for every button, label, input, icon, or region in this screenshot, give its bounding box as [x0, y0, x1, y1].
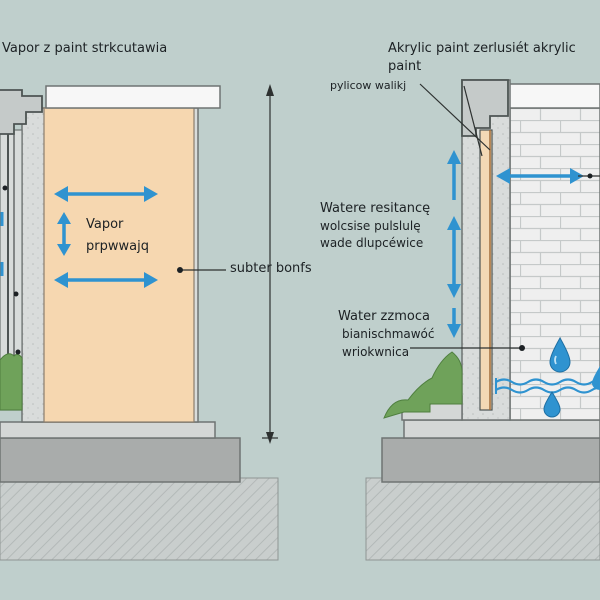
right-grass — [383, 351, 463, 419]
left-paint-layer — [43, 107, 195, 423]
title-leader-line — [463, 85, 483, 157]
right-slab — [403, 419, 600, 439]
left-dimension-line — [262, 84, 278, 444]
subtitle-leader-line — [419, 83, 491, 151]
left-wall-section — [0, 84, 279, 561]
resistance-line3: wade dlupcéwice — [320, 236, 424, 250]
right-title-line1: Akrylic paint zerlusiét akrylic — [388, 41, 576, 56]
right-wall-section — [365, 79, 600, 561]
water-drop-small — [543, 391, 561, 418]
water-line1: Water zzmoca — [338, 309, 430, 324]
left-top-cap — [45, 85, 221, 109]
left-footing — [0, 437, 241, 483]
right-vertical-arrow-upper — [447, 150, 461, 200]
left-soil — [0, 477, 279, 561]
right-vertical-arrow-middle — [447, 216, 461, 298]
left-grass — [0, 353, 23, 411]
water-line2: bianischmawóć — [342, 327, 435, 341]
left-vapor-label-line2: prpwwajq — [86, 239, 149, 254]
left-cap-profile — [0, 89, 43, 135]
left-vertical-arrow — [57, 212, 71, 256]
water-line3: wriokwnica — [342, 345, 410, 359]
resistance-line1: Watere resitancę — [320, 201, 431, 216]
water-drop-edge — [592, 366, 600, 391]
resistance-line2: wolcsise pulslulę — [320, 219, 421, 233]
right-brick-wall — [509, 107, 600, 421]
left-slab — [0, 421, 216, 439]
left-vapor-label-line1: Vapor — [86, 217, 124, 232]
right-vertical-arrow-lower — [447, 308, 461, 338]
right-top-cap — [495, 83, 600, 109]
right-horizontal-arrow — [496, 168, 584, 184]
right-title-line2: paint — [388, 59, 422, 74]
left-title: Vapor z paint strkcutawia — [2, 41, 168, 56]
right-footing — [381, 437, 600, 483]
left-horizontal-arrow-bottom — [54, 272, 158, 288]
right-soil — [365, 477, 600, 561]
left-horizontal-arrow-top — [54, 186, 158, 202]
subtext-label: subter bonfs — [230, 261, 312, 276]
right-subtitle: pylicow walikj — [330, 79, 407, 92]
right-paint-membrane — [479, 129, 493, 411]
